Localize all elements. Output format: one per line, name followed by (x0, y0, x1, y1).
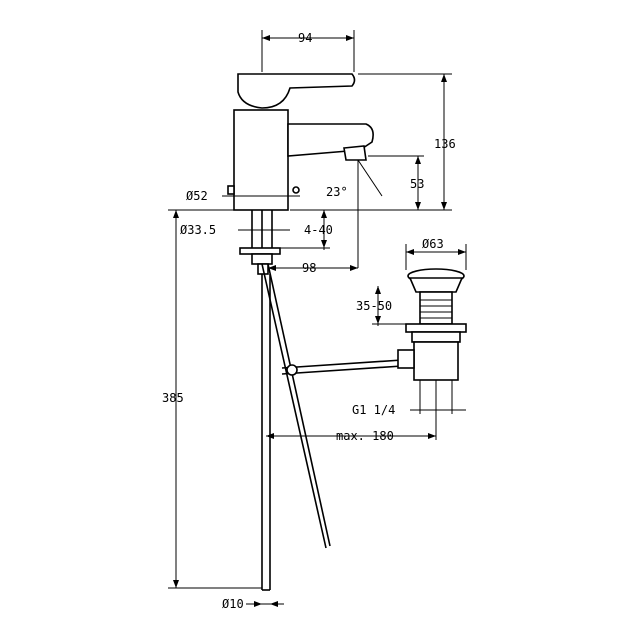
dim-spout-reach: 98 (302, 261, 316, 275)
dim-waste-adjust: 35-50 (356, 299, 392, 313)
dim-tail-length: 385 (162, 391, 184, 405)
dim-hole-diameter: Ø33.5 (180, 223, 216, 237)
waste-connector (397, 349, 415, 369)
supply-tail (261, 274, 271, 591)
faucet-column (233, 109, 289, 211)
drain-knob (292, 186, 300, 194)
waste-body (413, 341, 459, 381)
dim-connection: G1 1/4 (352, 403, 395, 417)
dimension-lines (168, 30, 467, 605)
dim-spout-angle: 23° (326, 185, 348, 199)
aerator (343, 145, 367, 161)
waste-flange (405, 323, 467, 333)
faucet-body (227, 73, 374, 211)
fixing-nut (251, 253, 273, 265)
fixing-washer (239, 247, 281, 255)
dimension-labels: 94 136 53 23° Ø52 Ø33.5 4-40 98 Ø63 35-5… (162, 31, 456, 611)
popup-rod (261, 263, 403, 549)
lever-handle (237, 73, 356, 109)
dim-lever-reach: 94 (298, 31, 312, 45)
dim-total-height: 136 (434, 137, 456, 151)
arrowheads (173, 35, 466, 607)
dim-tail-diameter: Ø10 (222, 597, 244, 611)
dim-deck-thickness: 4-40 (304, 223, 333, 237)
dim-max-distance: max. 180 (336, 429, 394, 443)
side-button (227, 185, 235, 195)
deck-fixing (239, 210, 281, 275)
dim-waste-diameter: Ø63 (422, 237, 444, 251)
dim-body-diameter: Ø52 (186, 189, 208, 203)
popup-waste (397, 268, 467, 414)
dim-spout-height: 53 (410, 177, 424, 191)
